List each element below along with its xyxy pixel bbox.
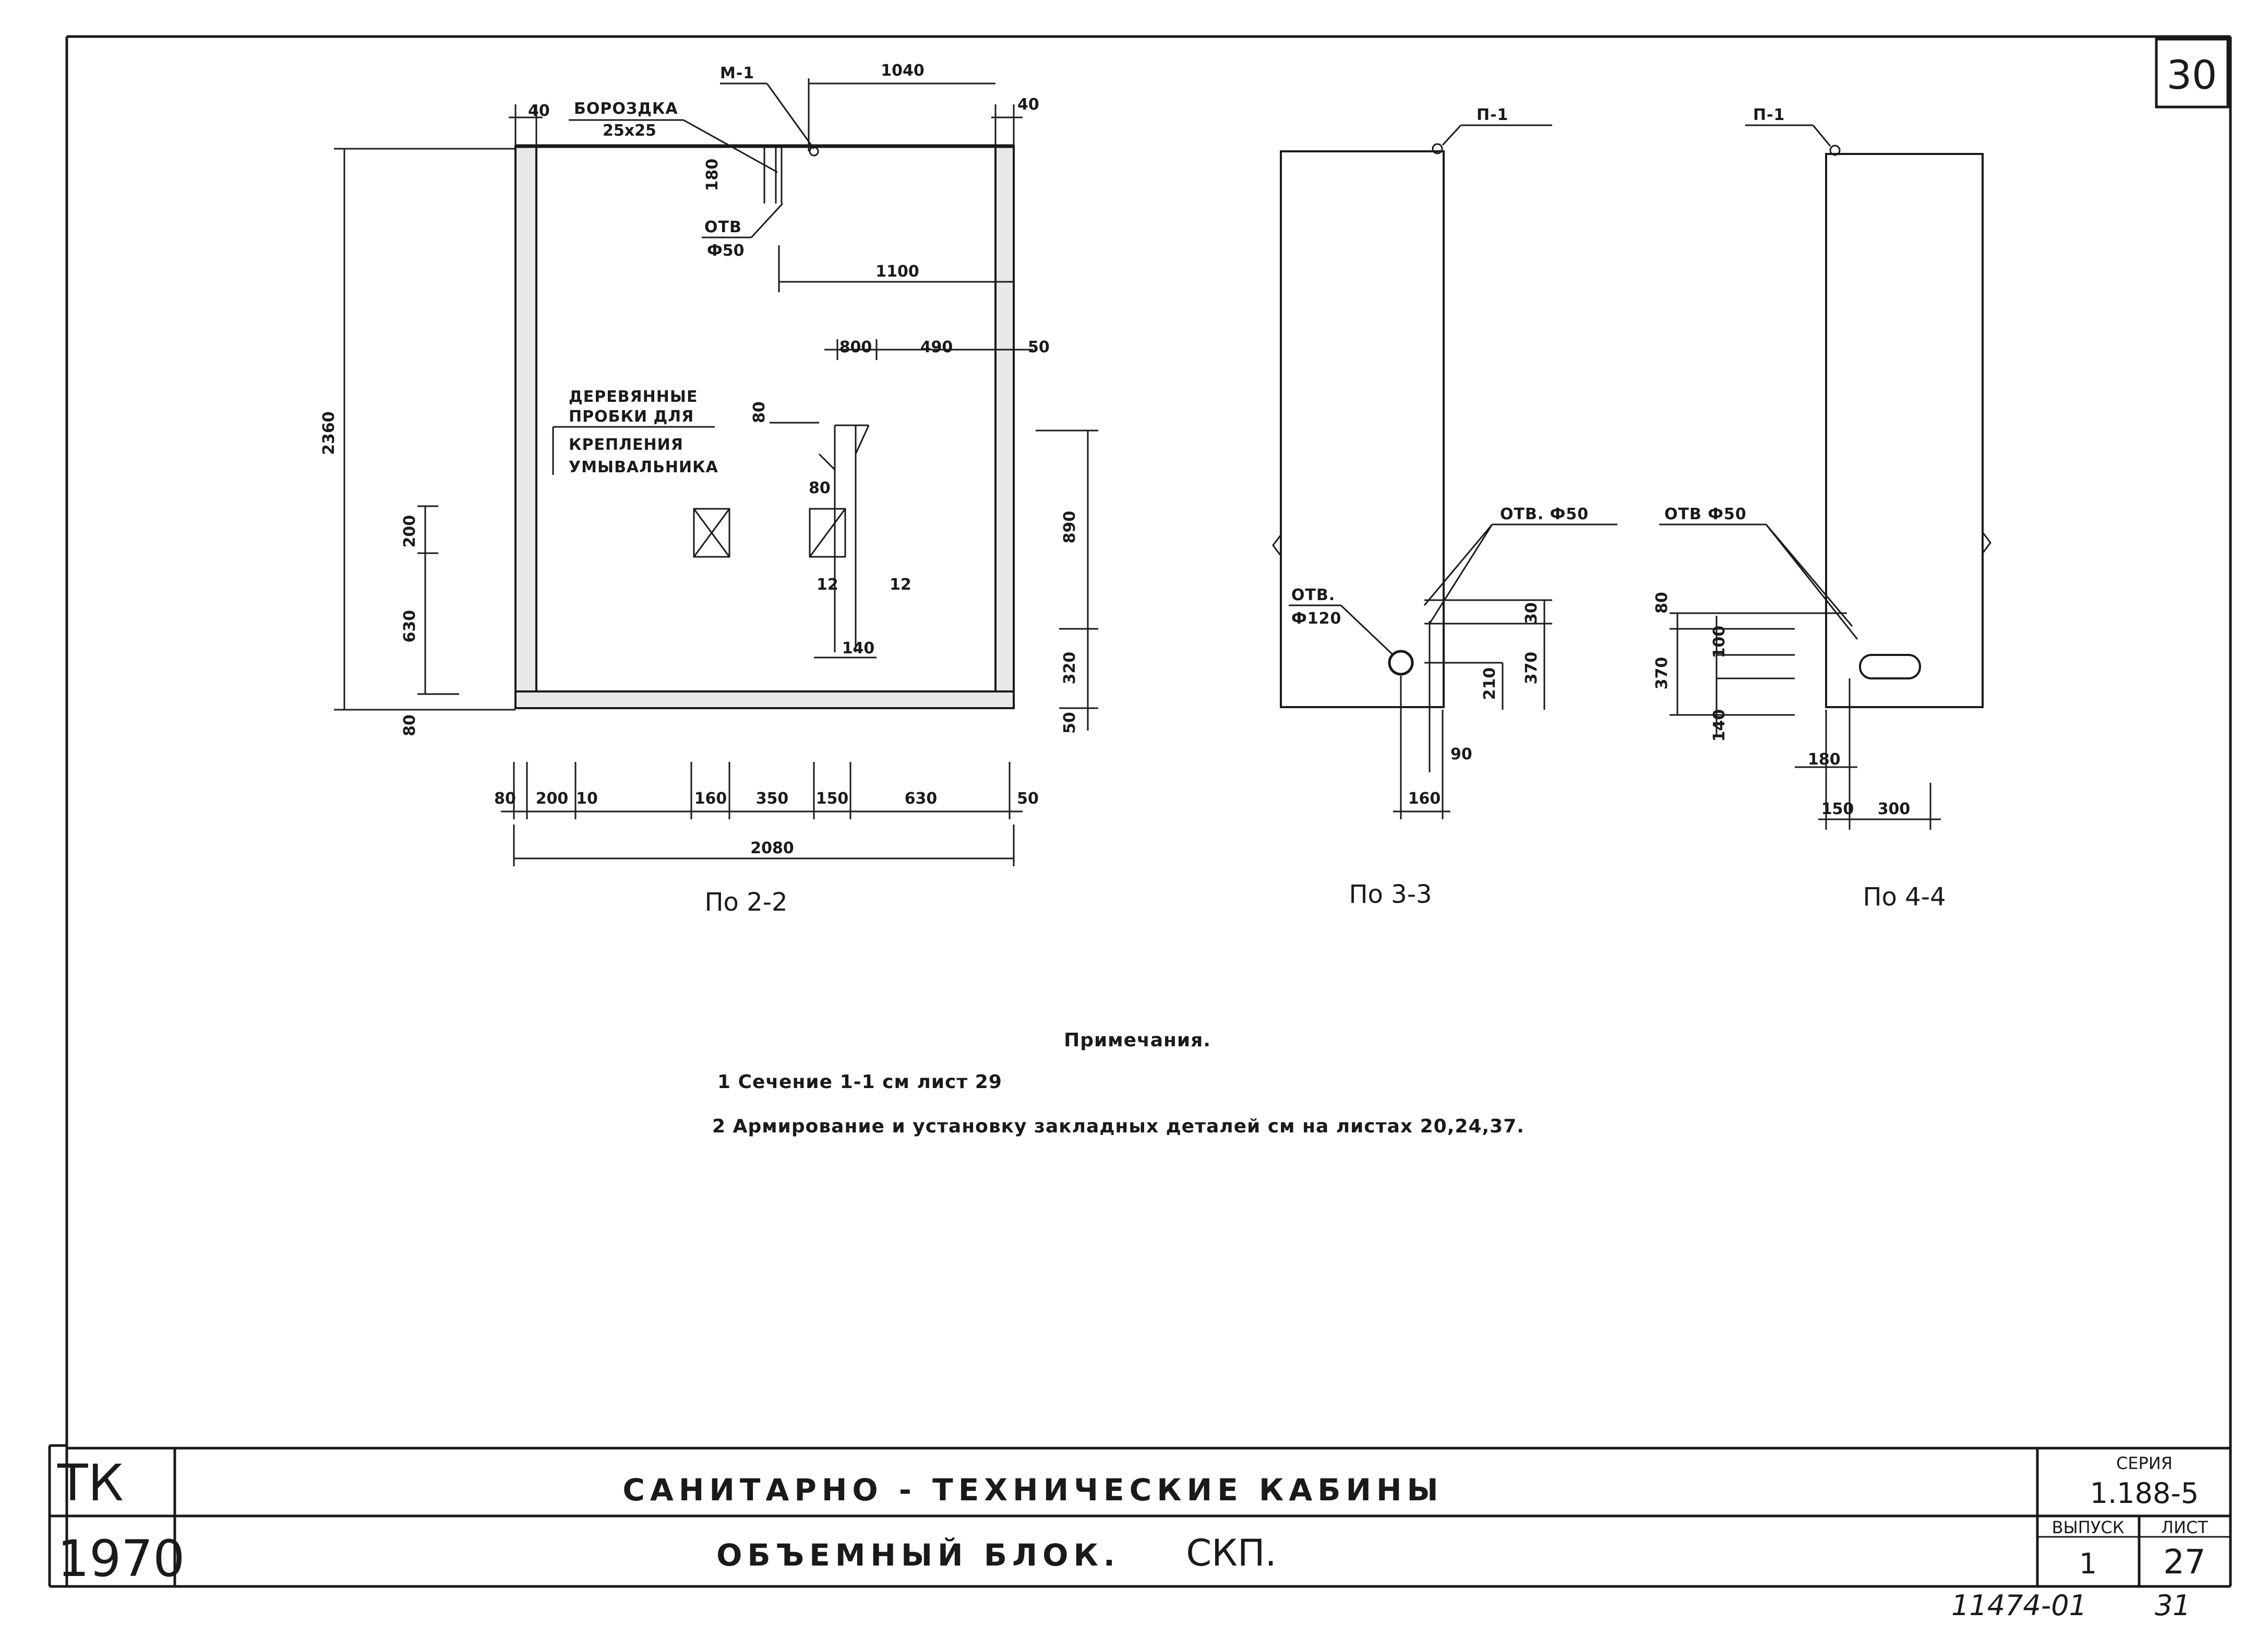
- wood-plug-left: [693, 508, 730, 558]
- issue-value: 1: [2079, 1547, 2097, 1580]
- issue-label: ВЫПУСК: [2052, 1518, 2125, 1537]
- dim-1040: 1040: [881, 62, 925, 80]
- dim-b-50: 50: [1017, 790, 1039, 808]
- s4-d370: 370: [1653, 657, 1671, 690]
- dim-b-total: 2080: [750, 839, 794, 857]
- title-line-2b: СКП.: [1186, 1532, 1276, 1574]
- wood-plugs-l3: КРЕПЛЕНИЯ: [569, 436, 683, 454]
- dim-b-630: 630: [905, 790, 938, 808]
- s3-p1-label: П-1: [1477, 106, 1508, 124]
- dim-12a: 12: [817, 576, 838, 594]
- sheet-number-box: 30: [2155, 38, 2229, 109]
- s3-d30: 30: [1522, 602, 1541, 624]
- title-line-2a: ОБЪЕМНЫЙ БЛОК.: [716, 1537, 1120, 1573]
- dim-b-10: 10: [576, 790, 598, 808]
- dim-200: 200: [401, 515, 419, 548]
- sheet-number: 30: [2167, 52, 2217, 98]
- plan-caption: По 2-2: [704, 888, 787, 917]
- wood-plug-right: [809, 508, 846, 558]
- dim-800: 800: [839, 338, 872, 356]
- sheet-value: 27: [2163, 1543, 2205, 1582]
- dim-40-left: 40: [528, 102, 550, 120]
- archive-number: 11474-01: [1951, 1589, 2087, 1622]
- wood-plugs-l1: ДЕРЕВЯННЫЕ: [569, 388, 698, 406]
- dim-50-right: 50: [1028, 338, 1050, 356]
- section-4-4: П-1 ОТВ Ф50 80 100 370 140 180 150 300 П…: [1653, 106, 1991, 912]
- s3-caption: По 3-3: [1349, 880, 1432, 909]
- right-wall: [994, 145, 1015, 708]
- dim-40-right: 40: [1017, 95, 1039, 114]
- s3-d370: 370: [1522, 652, 1541, 685]
- dim-630: 630: [401, 610, 419, 643]
- dim-b-160: 160: [694, 790, 727, 808]
- note-1: 1 Сечение 1-1 см лист 29: [717, 1071, 1002, 1093]
- section-3-3: П-1 ОТВ. Ф120 ОТВ. Ф50 30 370 210 90 160…: [1272, 106, 1617, 909]
- groove-label: БОРОЗДКА: [574, 100, 678, 118]
- m1-label: М-1: [720, 64, 754, 82]
- s4-d80: 80: [1653, 592, 1671, 614]
- dim-2360: 2360: [320, 411, 338, 455]
- dim-1100: 1100: [875, 262, 919, 281]
- groove-size: 25х25: [603, 122, 656, 140]
- s4-d150: 150: [1821, 800, 1854, 818]
- s4-d140: 140: [1710, 709, 1729, 742]
- s4-p1-label: П-1: [1753, 106, 1785, 124]
- s3-d90: 90: [1450, 745, 1472, 763]
- s3-d120-l2: Ф120: [1291, 610, 1341, 628]
- notes-heading: Примечания.: [1064, 1030, 1211, 1051]
- dim-b-200: 200: [536, 790, 569, 808]
- note-2: 2 Армирование и установку закладных дета…: [712, 1116, 1525, 1137]
- angle-80: 80: [809, 479, 831, 497]
- left-wall: [514, 145, 537, 708]
- s4-caption: По 4-4: [1863, 882, 1946, 912]
- year: 1970: [57, 1530, 185, 1588]
- sheet-label: ЛИСТ: [2161, 1518, 2208, 1537]
- dim-b-150: 150: [816, 790, 849, 808]
- dim-b-80: 80: [494, 790, 516, 808]
- dim-180: 180: [703, 159, 722, 192]
- title-block: ТК 1970 САНИТАРНО - ТЕХНИЧЕСКИЕ КАБИНЫ О…: [48, 1446, 2230, 1588]
- dim-140: 140: [842, 639, 875, 658]
- dim-490: 490: [920, 338, 953, 356]
- dim-12b: 12: [890, 576, 911, 594]
- sheet-frame: [50, 35, 2232, 1588]
- s4-d100: 100: [1710, 626, 1729, 659]
- s4-d50-label: ОТВ Ф50: [1664, 505, 1747, 523]
- s3-d210: 210: [1481, 667, 1499, 700]
- org-code: ТК: [57, 1454, 124, 1512]
- hole-d120: [1388, 650, 1414, 676]
- plan-view: М-1 БОРОЗДКА 25х25 1040 40 40 180 ОТВ Ф5…: [320, 62, 1098, 917]
- dim-80-bottom: 80: [401, 714, 419, 736]
- bottom-floor: [514, 690, 1015, 709]
- s4-d300: 300: [1878, 800, 1911, 818]
- dim-80-small: 80: [750, 401, 769, 423]
- dim-320: 320: [1061, 652, 1079, 685]
- title-line-1: САНИТАРНО - ТЕХНИЧЕСКИЕ КАБИНЫ: [622, 1472, 1443, 1508]
- hole-label: ОТВ: [704, 218, 742, 236]
- archive-page: 31: [2155, 1589, 2191, 1622]
- dim-50: 50: [1061, 712, 1079, 734]
- slot-hole: [1859, 654, 1921, 679]
- s3-d50-label: ОТВ. Ф50: [1500, 505, 1589, 523]
- dim-b-350: 350: [756, 790, 789, 808]
- series-label: СЕРИЯ: [2116, 1453, 2173, 1473]
- wood-plugs-l4: УМЫВАЛЬНИКА: [569, 458, 718, 476]
- s4-d180: 180: [1808, 750, 1841, 769]
- notes: Примечания. 1 Сечение 1-1 см лист 29 2 А…: [712, 1030, 1525, 1137]
- s3-d160: 160: [1408, 790, 1441, 808]
- s3-d120-l1: ОТВ.: [1291, 586, 1335, 604]
- wood-plugs-l2: ПРОБКИ ДЛЯ: [569, 408, 694, 426]
- hole-dia: Ф50: [707, 242, 745, 260]
- series-value: 1.188-5: [2090, 1477, 2199, 1510]
- dim-890: 890: [1061, 511, 1079, 544]
